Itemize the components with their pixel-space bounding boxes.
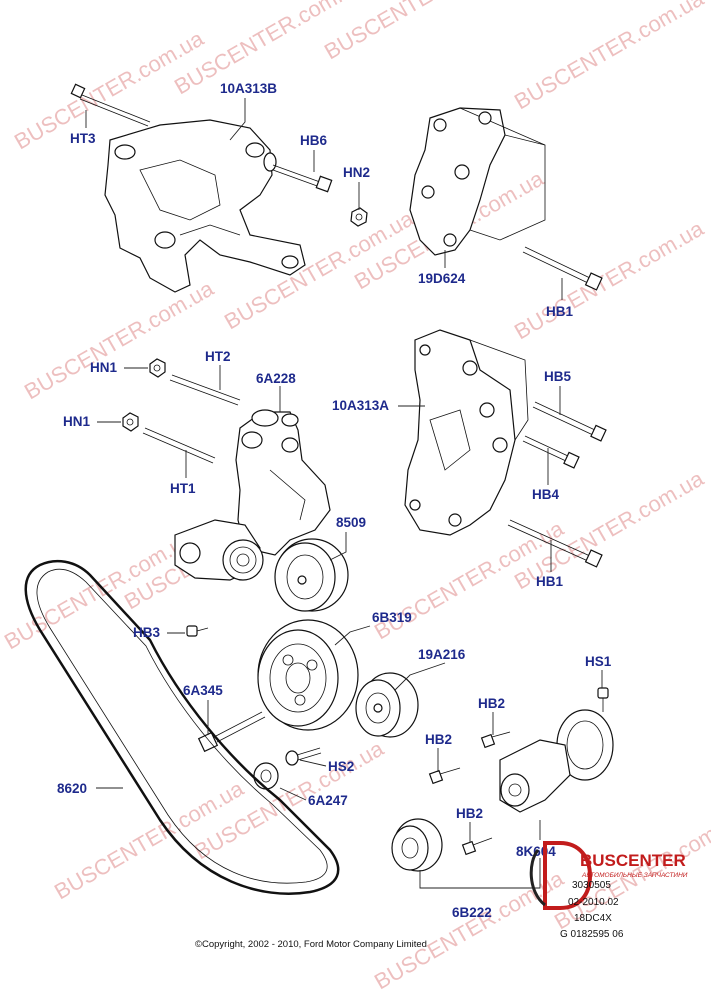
label-6a345: 6A345 — [183, 683, 223, 698]
stamp-line-4: G 0182595 06 — [560, 929, 624, 940]
label-6a228: 6A228 — [256, 371, 296, 386]
label-hb3: HB3 — [133, 625, 160, 640]
bolt-6a345 — [197, 711, 266, 753]
bolt-hb1-mid — [507, 519, 603, 568]
brand-name: BUSCENTER — [580, 851, 686, 870]
belt-8620 — [24, 559, 340, 895]
watermark: BUSCENTER.com.ua — [510, 215, 708, 344]
stud-ht2 — [169, 374, 241, 406]
label-hb2-a: HB2 — [478, 696, 505, 711]
label-6a247: 6A247 — [308, 793, 348, 808]
part-labels: HT3 10A313B HB6 HN2 19D624 HB1 HN1 HT2 6… — [57, 81, 612, 920]
label-ht2: HT2 — [205, 349, 231, 364]
drawing-stamp: 3030505 02-2010.02 18DC4X G 0182595 06 — [560, 880, 624, 940]
bracket-19d624 — [409, 107, 546, 256]
label-6b319: 6B319 — [372, 610, 412, 625]
watermark: BUSCENTER.com.ua — [370, 865, 568, 994]
stamp-line-3: 18DC4X — [574, 913, 612, 924]
nut-hn1-upper — [149, 358, 166, 378]
bolt-hb4 — [522, 435, 580, 469]
copyright-notice: ©Copyright, 2002 - 2010, Ford Motor Comp… — [195, 939, 427, 950]
label-ht3: HT3 — [70, 131, 96, 146]
label-hs2: HS2 — [328, 759, 354, 774]
label-hb2-c: HB2 — [456, 806, 483, 821]
bracket-10a313a — [404, 329, 529, 536]
label-8620: 8620 — [57, 781, 87, 796]
washer-6a247 — [253, 762, 279, 790]
bolt-hb2-b — [428, 767, 461, 785]
nut-hn2 — [350, 207, 368, 227]
label-hn1-lower: HN1 — [63, 414, 90, 429]
label-hb5: HB5 — [544, 369, 571, 384]
label-hn1-upper: HN1 — [90, 360, 117, 375]
pulley-6b222 — [391, 818, 443, 872]
label-10a313a: 10A313A — [332, 398, 389, 413]
bracket-6a228 — [235, 409, 331, 556]
bolt-hb1-top — [522, 246, 603, 291]
label-hb2-b: HB2 — [425, 732, 452, 747]
watermark: BUSCENTER.com.ua — [510, 0, 708, 114]
bolt-hb6 — [272, 164, 333, 193]
label-8509: 8509 — [336, 515, 366, 530]
label-hb4: HB4 — [532, 487, 559, 502]
label-hs1: HS1 — [585, 654, 612, 669]
watermark: BUSCENTER.com.ua — [20, 275, 218, 404]
label-19a216: 19A216 — [418, 647, 466, 662]
stamp-line-1: 3030505 — [572, 880, 611, 891]
bolt-ht3 — [70, 83, 151, 127]
brand-tagline: АВТОМОБИЛЬНЫЕ ЗАПЧАСТИНИ — [581, 872, 688, 879]
stud-ht1 — [142, 427, 216, 464]
label-hb1-mid: HB1 — [536, 574, 563, 589]
label-10a313b: 10A313B — [220, 81, 277, 96]
label-hb6: HB6 — [300, 133, 327, 148]
buscenter-logo: BUSCENTER АВТОМОБИЛЬНЫЕ ЗАПЧАСТИНИ — [529, 841, 688, 910]
bolt-hb5 — [532, 401, 607, 442]
bracket-10a313b — [104, 119, 306, 293]
stamp-line-2: 02-2010.02 — [568, 897, 619, 908]
label-hb1-top: HB1 — [546, 304, 573, 319]
label-6b222: 6B222 — [452, 905, 492, 920]
nut-hn1-lower — [122, 412, 139, 432]
bolt-hb2-a — [480, 731, 511, 749]
leader-lines — [85, 98, 603, 889]
bolt-hs2 — [285, 747, 322, 766]
bolt-hs1 — [597, 687, 609, 712]
pulley-19a216 — [355, 672, 419, 738]
water-pump-8k604 — [499, 709, 614, 813]
label-hn2: HN2 — [343, 165, 370, 180]
watermark: BUSCENTER.com.ua — [320, 0, 518, 64]
label-19d624: 19D624 — [418, 271, 466, 286]
bolt-hb2-c — [461, 837, 493, 856]
bolt-hb3 — [186, 625, 209, 637]
tensioner-8509 — [174, 519, 349, 612]
label-ht1: HT1 — [170, 481, 196, 496]
pulley-6b319 — [257, 619, 359, 731]
